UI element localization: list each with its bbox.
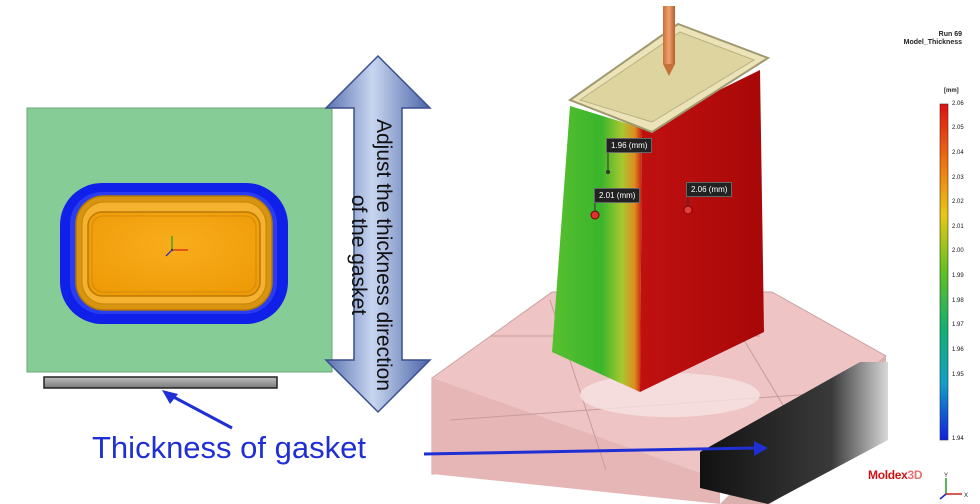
mold-base-front [432,378,720,504]
gasket-thickness-caption: Thickness of gasket [92,430,366,465]
legend-tick: 2.00 [952,248,964,254]
legend-tick: 2.05 [952,125,964,131]
legend-tick: 1.95 [952,372,964,378]
part-top-face [87,211,261,297]
part-front-face [552,106,642,392]
simulation-3d-view [431,6,949,504]
injection-nozzle [663,6,675,64]
thickness-direction-arrow [324,54,432,414]
legend-tick: 2.03 [952,175,964,181]
legend-tick: 2.02 [952,199,964,205]
mold-top-view [26,54,432,430]
axis-triad-icon [165,236,188,257]
gasket-pointer-arrow [167,392,233,430]
probe-label-1: 1.96 (mm) [606,138,653,153]
legend-tick: 2.06 [952,101,964,107]
svg-text:Y: Y [944,473,948,479]
quantity-label: Model_Thickness [903,39,962,46]
legend-unit: [mm] [944,88,959,94]
part-side-face [640,70,764,392]
gasket-3d-block [700,362,888,504]
legend-tick: 1.99 [952,273,964,279]
view-axis-icon: Y X [939,473,968,500]
legend-tick: 1.97 [952,322,964,328]
probe-marker-2 [590,210,600,220]
svg-text:X: X [964,493,968,499]
legend-tick: 2.04 [952,150,964,156]
brand-logo: Moldex3D [868,468,923,482]
legend-tick: 1.96 [952,347,964,353]
legend-color-bar [939,103,949,441]
gasket-thickness-bar [43,376,278,389]
probe-label-2: 2.01 (mm) [594,188,641,203]
legend-tick: 2.01 [952,224,964,230]
caption-pointer-arrow [423,441,768,456]
run-label: Run 69 [938,31,962,38]
adjust-direction-label: Adjust the thickness direction of the ga… [347,119,395,391]
legend-tick: 1.94 [952,436,964,442]
probe-label-3: 2.06 (mm) [686,182,733,197]
probe-marker-3 [683,205,693,215]
legend-tick: 1.98 [952,298,964,304]
